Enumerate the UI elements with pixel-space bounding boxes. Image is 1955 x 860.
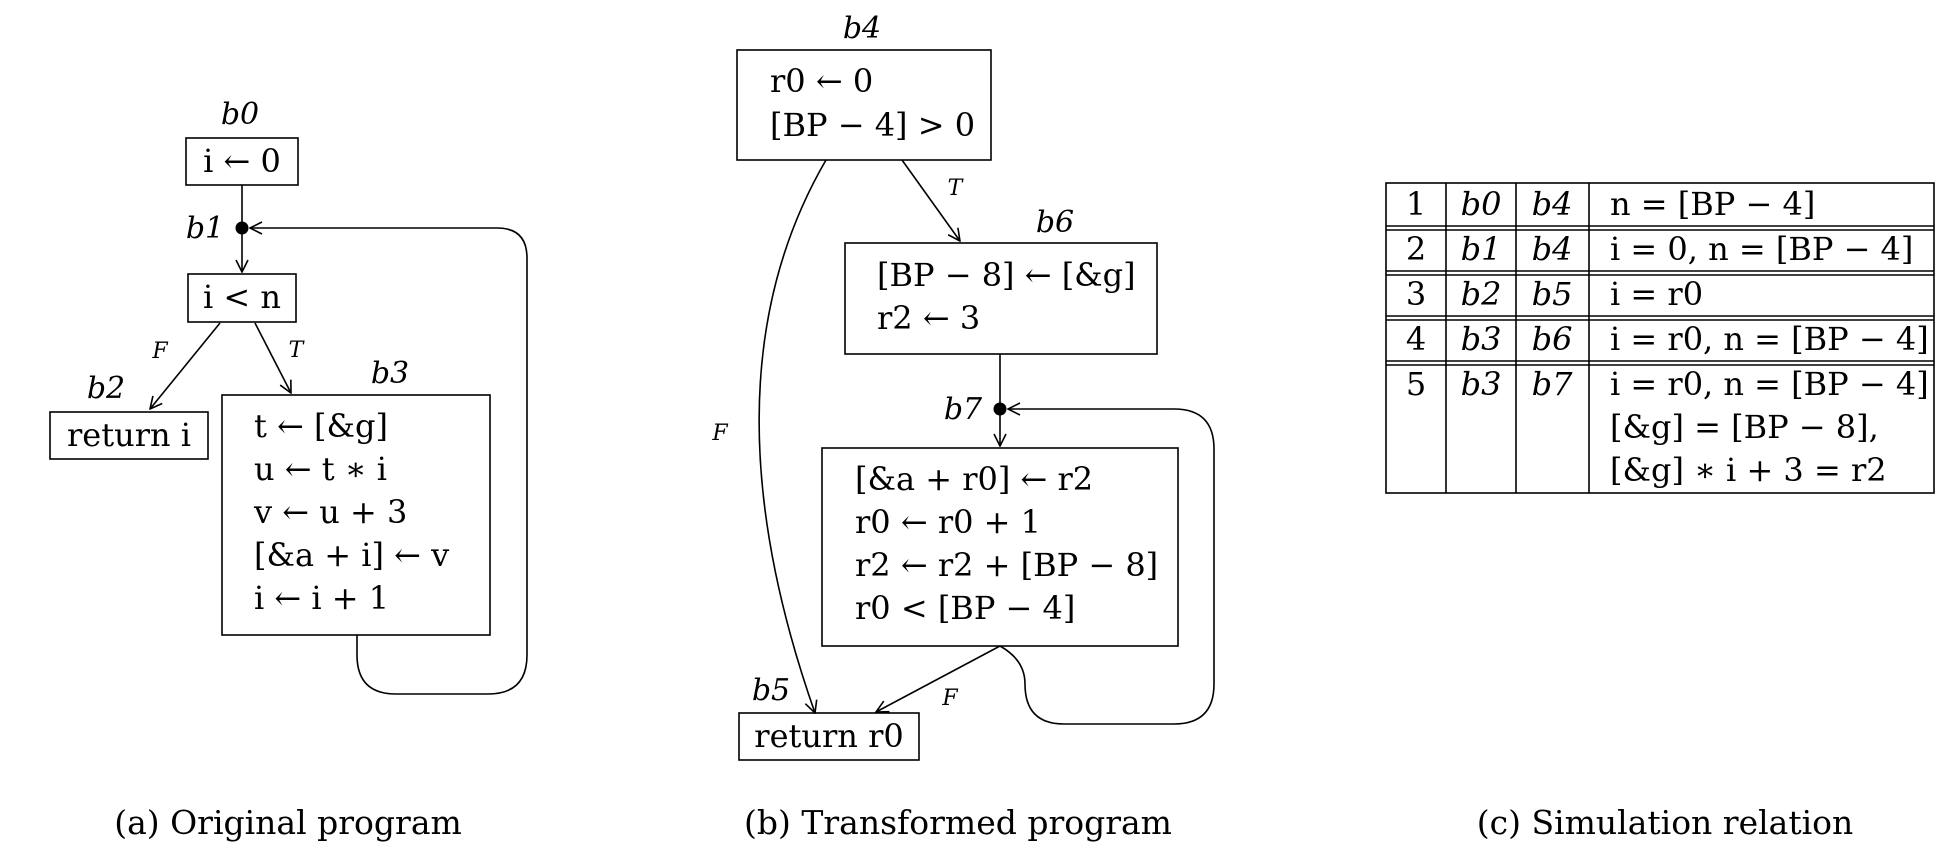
table-row-3-src: b2: [1461, 275, 1502, 313]
label-b1: b1: [186, 211, 224, 246]
b2-line-1: return i: [67, 416, 191, 454]
table-row-1-src: b0: [1461, 185, 1502, 223]
edge-b4-b5-false: [758, 159, 827, 713]
b3-line-3: v ← u + 3: [253, 493, 407, 531]
block-b5: [738, 712, 920, 761]
b4-line-2: [BP − 4] > 0: [770, 106, 975, 144]
edge-b1-b3-true: [254, 322, 291, 393]
edge-b3-loop-back: [250, 228, 528, 695]
block-b3: [221, 394, 491, 636]
edge-b1-b2-false: [150, 322, 221, 409]
relation-table: 1 b0 b4 n = [BP − 4] 2 b1 b4 i = 0, n = …: [1385, 182, 1935, 494]
b7-line-3: r2 ← r2 + [BP − 8]: [855, 546, 1158, 584]
table-row-3-dst: b5: [1532, 275, 1573, 313]
b1-line-1: i < n: [203, 278, 281, 316]
edge-b4-b6-true: [901, 159, 960, 241]
label-b5: b5: [752, 673, 790, 708]
table-row-5-dst: b7: [1532, 365, 1573, 403]
table-row-1-dst: b4: [1532, 185, 1573, 223]
table-row-2-relation: i = 0, n = [BP − 4]: [1610, 230, 1913, 268]
b0-line-1: i ← 0: [203, 142, 281, 180]
b5-line-1: return r0: [754, 717, 903, 755]
table-row-5-relation-line-2: [&g] = [BP − 8],: [1610, 408, 1879, 446]
label-b7: b7: [944, 392, 983, 427]
b7-line-2: r0 ← r0 + 1: [855, 503, 1041, 541]
table-row-1-index: 1: [1406, 185, 1426, 223]
edge-label-true-a: T: [289, 338, 306, 363]
edge-b7-b5-false: [876, 645, 1001, 712]
label-b3: b3: [371, 356, 409, 391]
caption-c: (c) Simulation relation: [1477, 803, 1854, 842]
block-b2: [49, 411, 209, 460]
table-row-5-src: b3: [1461, 365, 1502, 403]
table-row-5-index: 5: [1406, 365, 1426, 403]
b7-line-4: r0 < [BP − 4]: [855, 589, 1075, 627]
table-row-2-index: 2: [1406, 230, 1426, 268]
table-row-3-relation: i = r0: [1610, 275, 1703, 313]
edge-label-true-b: T: [948, 176, 965, 201]
b3-line-4: [&a + i] ← v: [254, 536, 449, 574]
label-b0: b0: [221, 97, 259, 132]
table-row-4-src: b3: [1461, 320, 1502, 358]
caption-b: (b) Transformed program: [744, 803, 1172, 842]
caption-a: (a) Original program: [114, 803, 462, 842]
panel-transformed-program: b4 r0 ← 0 [BP − 4] > 0 T F b6 [BP − 8] ←…: [711, 11, 1215, 842]
b3-line-2: u ← t ∗ i: [254, 450, 387, 488]
table-row-1-relation: n = [BP − 4]: [1610, 185, 1815, 223]
edge-label-false-b: F: [711, 421, 728, 446]
table-row-2-src: b1: [1461, 230, 1502, 268]
table-row-4-relation: i = r0, n = [BP − 4]: [1610, 320, 1929, 358]
block-b1: [187, 273, 297, 323]
block-b4: [736, 49, 992, 161]
label-b6: b6: [1036, 205, 1074, 240]
table-row-2-dst: b4: [1532, 230, 1573, 268]
b3-line-5: i ← i + 1: [254, 579, 389, 617]
b3-line-1: t ← [&g]: [254, 407, 388, 445]
table-row-3-index: 3: [1406, 275, 1426, 313]
b6-line-1: [BP − 8] ← [&g]: [877, 256, 1136, 294]
edge-label-false-loop: F: [941, 686, 958, 711]
label-b4: b4: [843, 11, 881, 46]
table-row-5-relation-line-1: i = r0, n = [BP − 4]: [1610, 365, 1929, 403]
b6-line-2: r2 ← 3: [877, 299, 980, 337]
table-row-5-relation-line-3: [&g] ∗ i + 3 = r2: [1610, 451, 1887, 489]
table-row-4-index: 4: [1406, 320, 1426, 358]
table-border: [1385, 182, 1935, 494]
b7-line-1: [&a + r0] ← r2: [855, 460, 1093, 498]
panel-original-program: b0 i ← 0 b1 i < n F T b2 return i b3 t ←…: [49, 97, 528, 842]
label-b2: b2: [87, 371, 125, 406]
table-row-4-dst: b6: [1532, 320, 1573, 358]
edge-b7-loop-back: [999, 409, 1215, 725]
panel-simulation-relation: 1 b0 b4 n = [BP − 4] 2 b1 b4 i = 0, n = …: [1385, 182, 1935, 842]
b4-line-1: r0 ← 0: [770, 62, 873, 100]
edge-label-false-a: F: [151, 339, 168, 364]
block-b6: [844, 242, 1158, 355]
